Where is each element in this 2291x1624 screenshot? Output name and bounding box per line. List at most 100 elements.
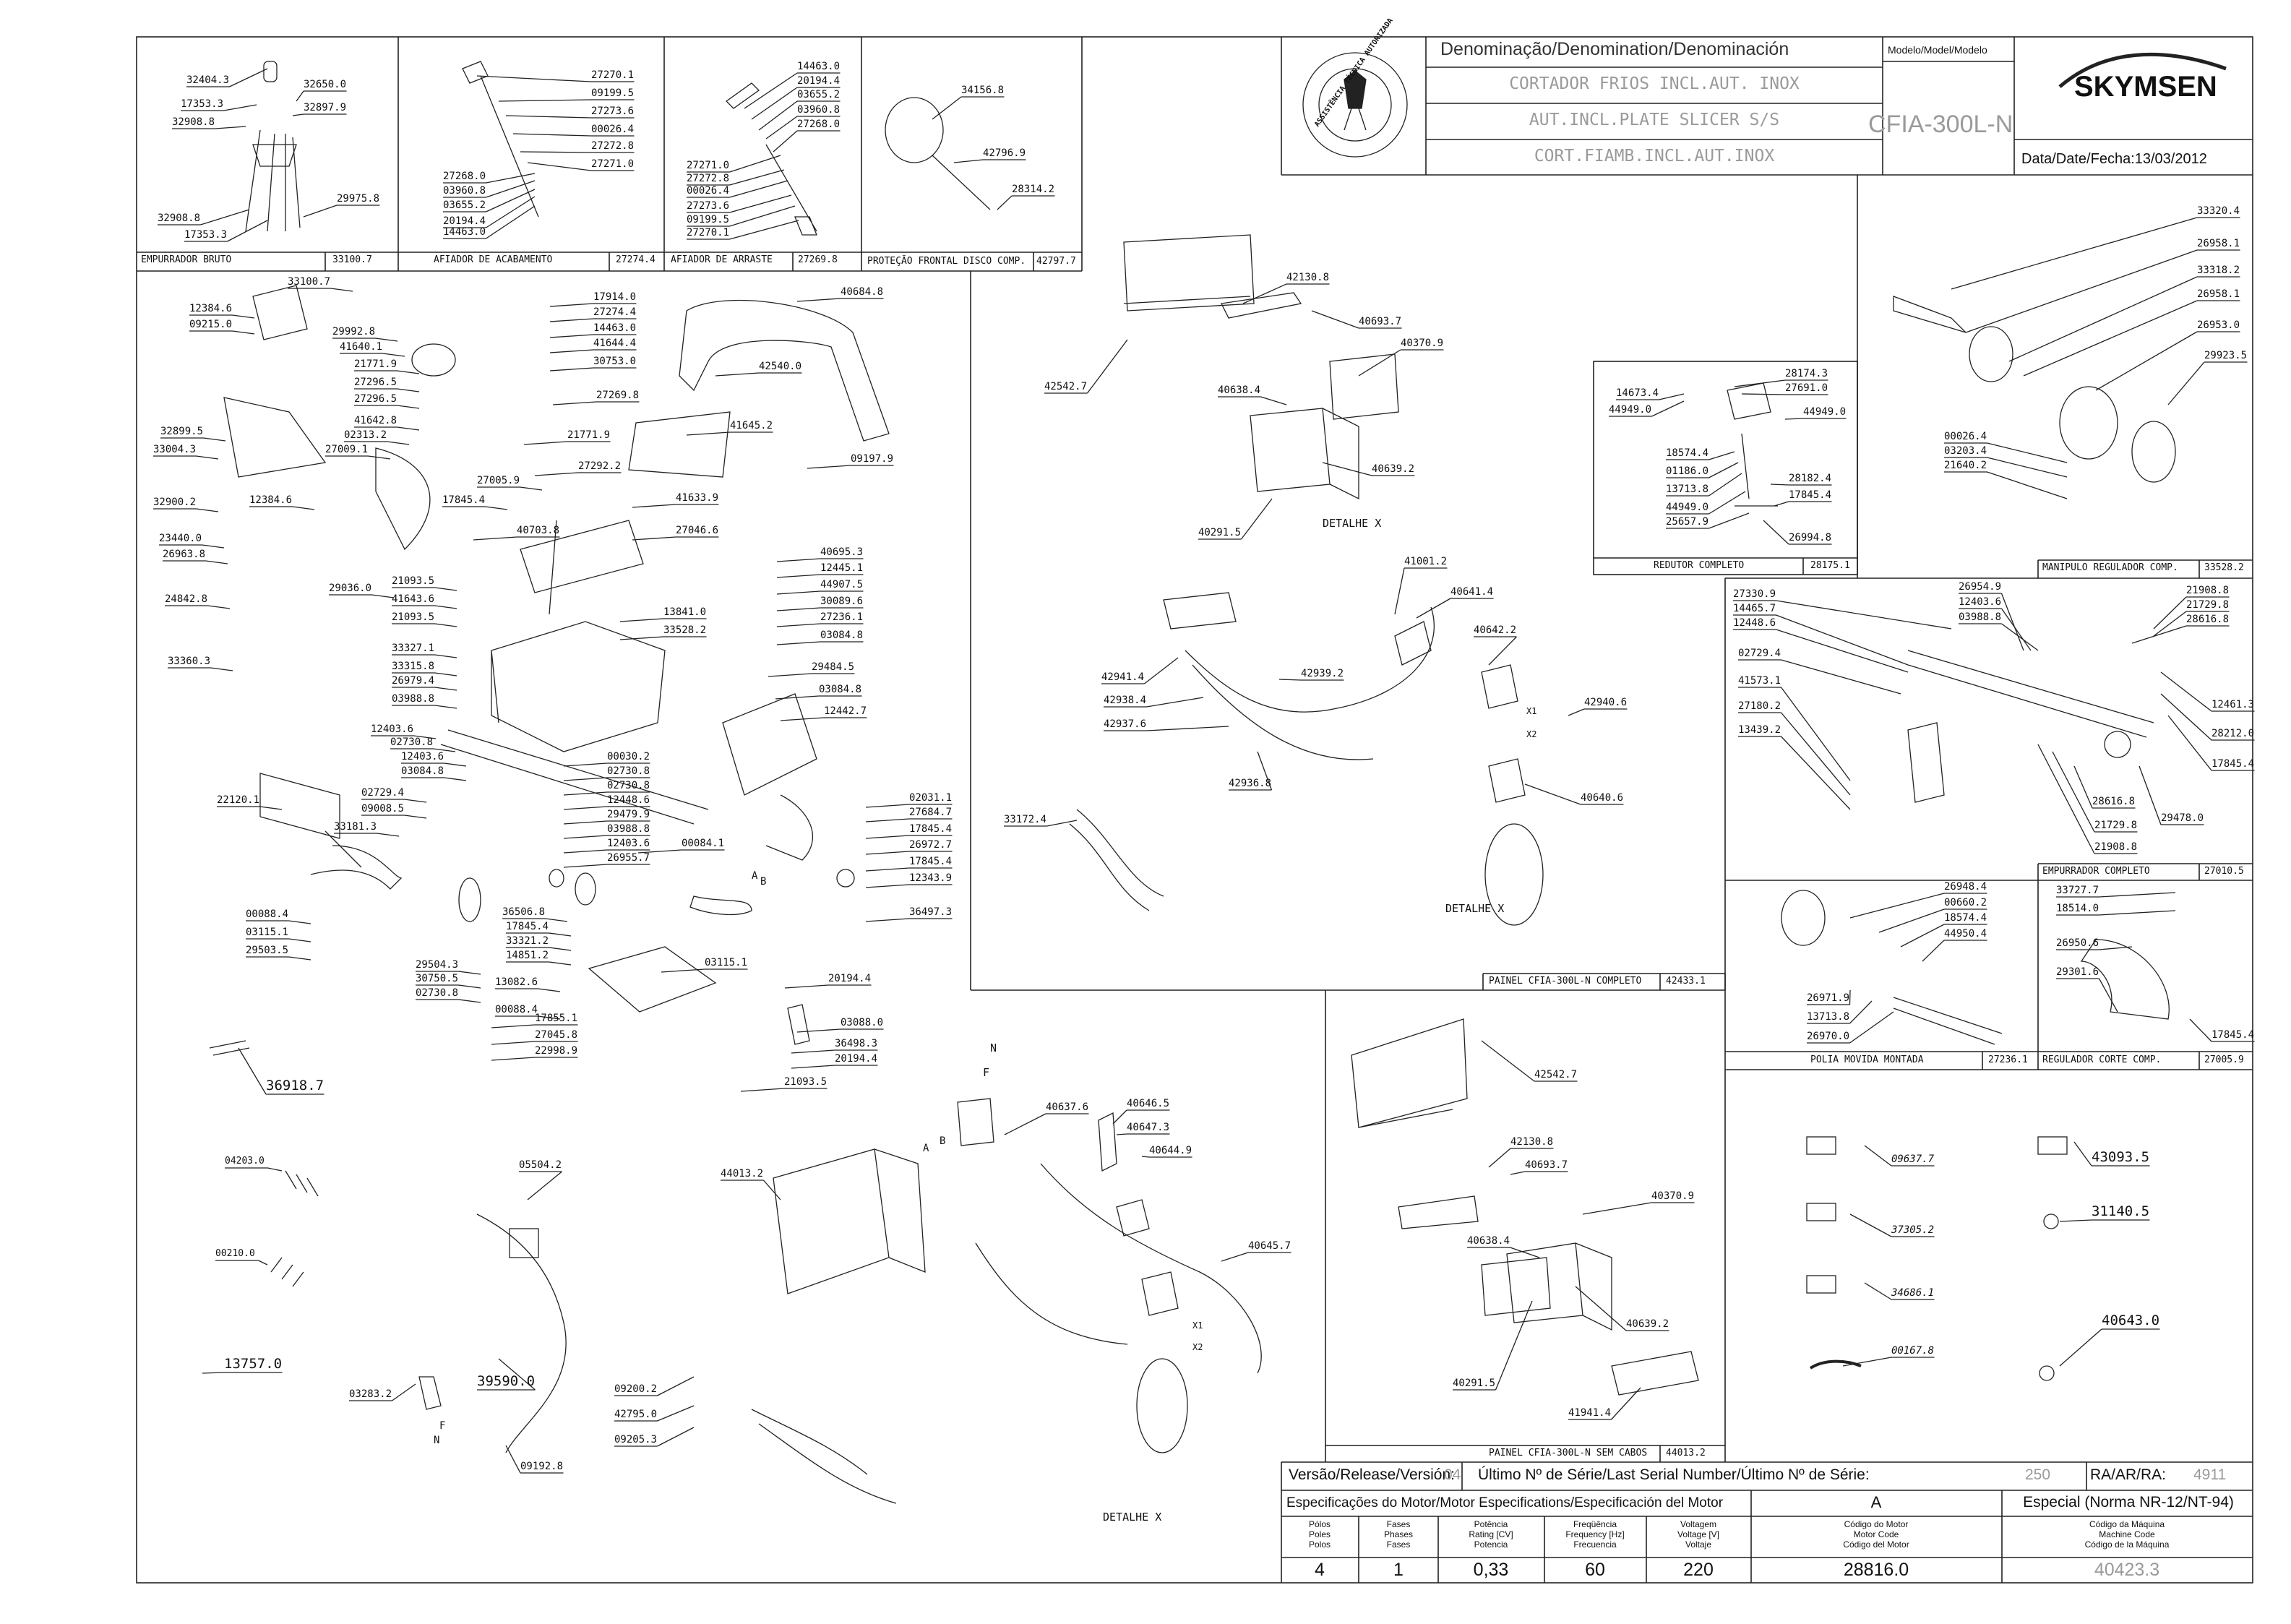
- leader-line: [527, 162, 592, 171]
- leader-line: [2139, 765, 2162, 825]
- leader-line: [763, 1180, 781, 1200]
- part-number-label: 17845.4: [909, 823, 953, 835]
- leader-line: [1116, 1133, 1127, 1135]
- leader-line: [382, 353, 405, 357]
- component-outline: [1329, 353, 1399, 420]
- leader-line: [1611, 1387, 1641, 1420]
- leader-line: [1086, 339, 1128, 394]
- part-number-label: 36506.8: [502, 906, 546, 918]
- part-number-label: 03088.0: [841, 1017, 884, 1028]
- part-number-label: 44949.0: [1666, 502, 1709, 513]
- part-number-label: 27268.0: [797, 119, 841, 130]
- component-outline: [588, 946, 717, 1013]
- part-number-label: 33360.3: [168, 656, 211, 667]
- component-outline: [1893, 997, 2003, 1045]
- leader-line: [776, 607, 821, 611]
- part-number-label: 14851.2: [506, 950, 549, 961]
- part-number-label: 27273.6: [687, 200, 730, 212]
- component-outline: [549, 869, 564, 888]
- leader-line: [2059, 1328, 2102, 1367]
- part-number-label: 26994.8: [1789, 532, 1832, 544]
- component-outline: [1806, 1136, 1836, 1155]
- leader-line: [1708, 462, 1739, 478]
- component-outline: [1351, 1018, 1468, 1128]
- part-number-label: 39590.0: [477, 1373, 536, 1389]
- leader-line: [2098, 978, 2118, 1013]
- spec-col-label: Voltage [V]: [1677, 1529, 1720, 1539]
- part-number-label: 22120.1: [217, 794, 260, 806]
- component-outline: [270, 1170, 319, 1287]
- part-number-label: 12403.6: [607, 838, 650, 849]
- leader-line: [2131, 625, 2187, 644]
- part-number-label: 26972.7: [909, 839, 953, 851]
- part-number-label: 12403.6: [1959, 596, 2002, 608]
- leader-line: [1322, 462, 1372, 476]
- leader-line: [865, 835, 910, 839]
- leader-line: [413, 735, 437, 739]
- part-number-label: 09205.3: [614, 1434, 658, 1445]
- part-number-label: 42936.8: [1229, 778, 1272, 789]
- part-number-label: 26958.1: [2197, 288, 2240, 300]
- part-number-label: 29975.8: [337, 193, 380, 205]
- leader-line: [1849, 893, 1945, 919]
- part-number-label: 27274.4: [593, 306, 637, 318]
- part-number-label: 40638.4: [1467, 1235, 1510, 1247]
- part-number-label: 21093.5: [784, 1076, 828, 1088]
- leader-line: [1278, 679, 1302, 681]
- leader-line: [2000, 608, 2032, 651]
- leader-line: [473, 536, 517, 541]
- part-number-label: 27270.1: [591, 69, 635, 81]
- leader-line: [1257, 751, 1273, 791]
- wire-label: F: [439, 1420, 446, 1432]
- component-outline: [209, 1040, 250, 1056]
- leader-line: [1221, 1252, 1249, 1262]
- assembly-caption: AFIADOR DE ACABAMENTO: [434, 254, 553, 265]
- leader-line: [486, 196, 536, 228]
- component-outline: [245, 129, 301, 232]
- part-number-label: 32404.3: [186, 74, 230, 86]
- part-number-label: 03960.8: [797, 104, 841, 116]
- component-outline: [836, 869, 855, 888]
- part-number-label: 20194.4: [835, 1053, 878, 1065]
- part-number-label: 36497.3: [909, 906, 953, 918]
- part-number-label: 33327.1: [392, 643, 435, 654]
- leader-line: [2073, 1141, 2092, 1167]
- component-outline: [2104, 731, 2131, 758]
- part-number-label: 33172.4: [1004, 814, 1047, 825]
- component-outline: [509, 1228, 539, 1258]
- leader-line: [538, 1015, 561, 1020]
- leader-line: [552, 401, 597, 405]
- leader-line: [200, 209, 250, 225]
- leader-line: [715, 372, 760, 377]
- component-outline: [462, 61, 539, 218]
- leader-line: [1242, 283, 1287, 304]
- leader-line: [368, 455, 391, 460]
- part-number-label: 33100.7: [288, 276, 331, 288]
- part-number-label: 42796.9: [983, 147, 1026, 159]
- part-number-label: 30753.0: [593, 356, 637, 367]
- part-number-label: 17914.0: [593, 291, 637, 303]
- part-number-label: 12403.6: [371, 723, 414, 735]
- leader-line: [476, 75, 592, 82]
- leader-line: [657, 1405, 695, 1422]
- leader-line: [2153, 611, 2187, 637]
- part-number-label: 27005.9: [477, 475, 520, 486]
- component-outline: [689, 895, 752, 916]
- leader-line: [232, 330, 255, 335]
- part-number-label: 33318.2: [2197, 265, 2240, 276]
- part-number-label: 12445.1: [820, 562, 864, 574]
- leader-line: [434, 587, 457, 591]
- leader-line: [2001, 623, 2039, 651]
- leader-line: [1781, 736, 1851, 810]
- leader-line: [538, 988, 561, 992]
- part-number-label: 26970.0: [1807, 1031, 1850, 1042]
- component-outline: [725, 82, 817, 236]
- version-label: Versão/Release/Versión:: [1289, 1466, 1455, 1483]
- model-header: Modelo/Model/Modelo: [1888, 44, 1987, 56]
- leader-line: [2167, 715, 2212, 771]
- part-number-label: 26948.4: [1944, 881, 1987, 893]
- leader-line: [1864, 1282, 1892, 1300]
- leader-line: [215, 126, 246, 129]
- part-number-label: 42795.0: [614, 1409, 658, 1420]
